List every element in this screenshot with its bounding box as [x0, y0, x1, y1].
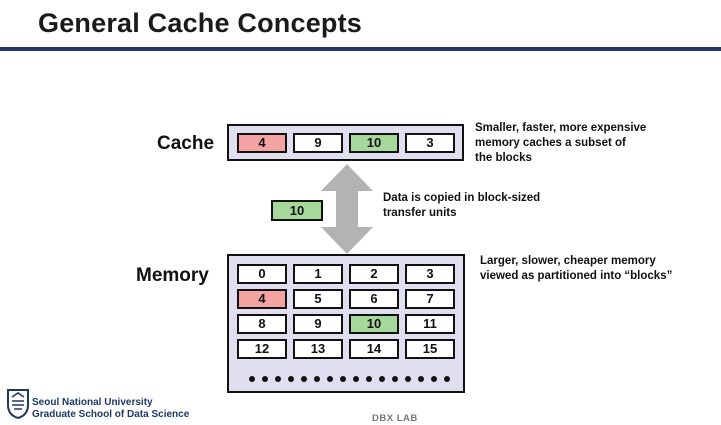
- memory-block: 1: [293, 264, 343, 284]
- memory-block: 4: [237, 289, 287, 309]
- cache-note-line: the blocks: [475, 152, 532, 164]
- ellipsis-dot: [314, 376, 320, 382]
- memory-label: Memory: [136, 265, 209, 286]
- memory-block: 11: [405, 314, 455, 334]
- ellipsis-dot: [431, 376, 437, 382]
- memory-block: 9: [293, 314, 343, 334]
- footer-university: Seoul National University: [32, 397, 153, 408]
- cache-note-line: memory caches a subset of: [475, 137, 626, 149]
- ellipsis-dot: [392, 376, 398, 382]
- memory-note: Larger, slower, cheaper memory viewed as…: [480, 254, 672, 284]
- title-rule: [0, 47, 721, 51]
- ellipsis-dot: [444, 376, 450, 382]
- ellipsis-dot: [405, 376, 411, 382]
- footer-lab: DBX LAB: [372, 413, 418, 424]
- memory-block: 5: [293, 289, 343, 309]
- cache-note: Smaller, faster, more expensive memory c…: [475, 121, 646, 166]
- memory-block: 13: [293, 339, 343, 359]
- double-arrow-icon: [321, 164, 373, 254]
- ellipsis-dot: [275, 376, 281, 382]
- ellipsis-dot: [366, 376, 372, 382]
- cache-block: 3: [405, 133, 455, 153]
- cache-block: 4: [237, 133, 287, 153]
- transfer-note-line: transfer units: [383, 207, 457, 219]
- university-seal-icon: [7, 389, 29, 419]
- ellipsis-dot: [379, 376, 385, 382]
- ellipsis-dot: [262, 376, 268, 382]
- ellipsis-dot: [301, 376, 307, 382]
- ellipsis-dot: [353, 376, 359, 382]
- memory-block: 2: [349, 264, 399, 284]
- ellipsis-dot: [327, 376, 333, 382]
- cache-label: Cache: [157, 133, 215, 154]
- memory-note-line: Larger, slower, cheaper memory: [480, 255, 656, 267]
- memory-block: 12: [237, 339, 287, 359]
- memory-block: 10: [349, 314, 399, 334]
- memory-block: 15: [405, 339, 455, 359]
- cache-note-line: Smaller, faster, more expensive: [475, 122, 647, 134]
- memory-block: 6: [349, 289, 399, 309]
- cache-block: 10: [349, 133, 399, 153]
- transfer-block: 10: [271, 200, 323, 221]
- ellipsis-dot: [249, 376, 255, 382]
- ellipsis-dot: [288, 376, 294, 382]
- memory-note-line: viewed as partitioned into “blocks”: [480, 270, 673, 282]
- memory-block: 7: [405, 289, 455, 309]
- cache-block: 9: [293, 133, 343, 153]
- memory-block: 0: [237, 264, 287, 284]
- ellipsis-dot: [340, 376, 346, 382]
- transfer-note-line: Data is copied in block-sized: [383, 192, 541, 204]
- transfer-note: Data is copied in block-sized transfer u…: [383, 191, 540, 221]
- memory-block: 3: [405, 264, 455, 284]
- memory-block: 8: [237, 314, 287, 334]
- slide-title: General Cache Concepts: [38, 8, 363, 38]
- memory-block: 14: [349, 339, 399, 359]
- ellipsis-dot: [418, 376, 424, 382]
- footer-school: Graduate School of Data Science: [32, 409, 190, 420]
